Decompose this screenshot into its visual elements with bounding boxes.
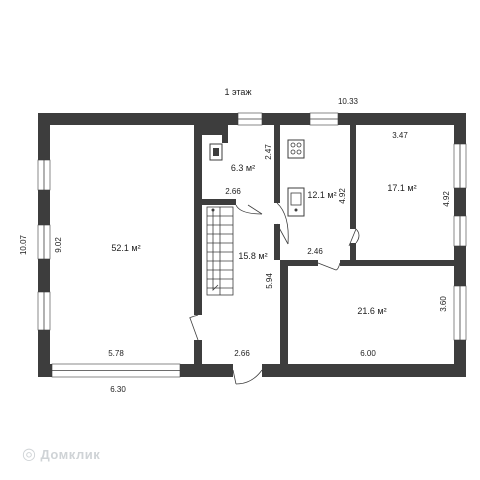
fixtures — [209, 139, 305, 217]
dim-left-overall: 10.07 — [19, 234, 28, 255]
bath-corner-block — [202, 125, 228, 135]
dim-top-overall: 10.33 — [338, 97, 359, 106]
dim-stair-height: 5.94 — [265, 273, 274, 289]
dim-bottom-left: 6.30 — [110, 385, 126, 394]
wall-hall-right-lower — [194, 340, 202, 368]
wall-bottom-right — [262, 364, 466, 377]
area-hall: 52.1 м² — [111, 243, 140, 253]
floor-title: 1 этаж — [225, 87, 252, 97]
wall-kitchen-right — [350, 125, 356, 229]
door-kitchen — [276, 223, 289, 245]
sink-icon — [287, 187, 305, 217]
doors — [189, 202, 360, 385]
wall-room21-top — [288, 260, 318, 266]
stove-icon — [287, 139, 305, 159]
labels: 1 этаж 10.33 10.07 6.30 9.02 5.78 2.47 2… — [19, 87, 451, 394]
area-stair: 15.8 м² — [238, 251, 267, 261]
wall-room21-top-right — [340, 260, 454, 266]
domclick-logo-icon: ◎ — [22, 446, 37, 463]
interior-walls — [194, 125, 454, 368]
wall-bath-bottom — [202, 199, 236, 205]
area-room17: 17.1 м² — [387, 183, 416, 193]
door-hall — [189, 317, 199, 341]
watermark-brand: Домклик — [40, 446, 101, 462]
dim-room21-height: 3.60 — [439, 296, 448, 312]
door-room21 — [317, 262, 337, 271]
wall-bath-right — [274, 125, 280, 203]
wall-stair-right — [280, 260, 288, 368]
dim-room17-width: 3.47 — [392, 131, 408, 140]
dim-hall-width: 5.78 — [108, 349, 124, 358]
windows — [37, 112, 467, 378]
area-room21: 21.6 м² — [357, 306, 386, 316]
door-entrance — [232, 369, 237, 385]
staircase-icon — [206, 206, 234, 296]
dim-hall-height: 9.02 — [54, 237, 63, 253]
dim-room17-height: 4.92 — [442, 191, 451, 207]
wall-hall-right — [194, 125, 202, 315]
dim-stair-width: 2.66 — [234, 349, 250, 358]
door-room17 — [348, 228, 357, 247]
dim-bath-height: 2.47 — [264, 144, 273, 160]
area-bath: 6.3 м² — [231, 163, 255, 173]
dim-room21-width: 6.00 — [360, 349, 376, 358]
bath-corner-post — [222, 125, 228, 143]
dim-corridor-width: 2.46 — [307, 247, 323, 256]
dim-bath-width: 2.66 — [225, 187, 241, 196]
wall-bath-right-lower — [274, 224, 280, 260]
door-bath — [247, 204, 263, 215]
dim-kitchen-depth: 4.92 — [338, 188, 347, 204]
area-kitchen: 12.1 м² — [307, 190, 336, 200]
wall-room17-left-lower — [350, 243, 356, 262]
watermark: ◎ Домклик — [22, 444, 100, 464]
outer-walls — [38, 113, 466, 377]
